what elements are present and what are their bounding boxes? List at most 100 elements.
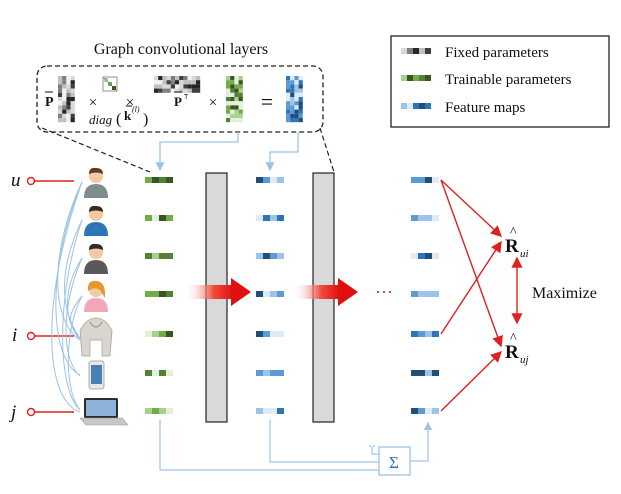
embedding-cell: [277, 291, 284, 297]
matrix-cell: [226, 118, 231, 123]
p-bar-label: P: [45, 91, 54, 110]
embedding-cell: [270, 177, 277, 183]
matrix-cell: [286, 113, 291, 118]
matrix-cell: [191, 88, 196, 93]
embedding-cell: [263, 215, 270, 221]
embedding-cell: [159, 177, 166, 183]
diagram-title: Graph convolutional layers: [94, 41, 268, 58]
matrix-cell: [70, 113, 75, 118]
embedding-cell: [425, 408, 432, 414]
matrix-cell: [154, 84, 159, 89]
matrix-cell: [238, 80, 243, 85]
matrix-cell: [286, 118, 291, 123]
matrix-cell: [294, 88, 299, 93]
matrix-cell: [286, 84, 291, 89]
r-hat-ui: ^ R ui: [505, 225, 529, 260]
matrix-cell: [294, 97, 299, 102]
matrix-cell: [230, 92, 235, 97]
embedding-cell: [145, 253, 152, 259]
matrix-cell: [170, 84, 175, 89]
matrix-cell: [62, 97, 67, 102]
svg-text:R: R: [505, 236, 519, 257]
embedding-cell: [166, 215, 173, 221]
matrix-cell: [183, 76, 188, 81]
matrix-cell: [286, 101, 291, 106]
matrix-cell: [290, 76, 295, 81]
embedding-cell: [418, 253, 425, 259]
equals-sign: =: [261, 89, 273, 114]
matrix-cell: [226, 105, 231, 110]
matrix-cell: [62, 113, 67, 118]
matrix-cell: [286, 109, 291, 114]
embedding-cell: [159, 253, 166, 259]
embedding-cell: [432, 215, 439, 221]
matrix-cell: [234, 80, 239, 85]
matrix-cell: [158, 80, 163, 85]
matrix-cell: [298, 118, 303, 123]
matrix-cell: [234, 113, 239, 118]
embedding-cell: [277, 370, 284, 376]
user-female-icon: [84, 280, 108, 312]
matrix-cell: [294, 118, 299, 123]
matrix-cell: [183, 80, 188, 85]
embedding-cell: [152, 215, 159, 221]
matrix-cell: [66, 118, 71, 123]
embedding-cell: [425, 253, 432, 259]
embedding-cell: [145, 408, 152, 414]
embedding-cell: [425, 291, 432, 297]
matrix-cell: [166, 80, 171, 85]
embedding-cell: [411, 177, 418, 183]
matrix-cell: [62, 76, 67, 81]
matrix-cell: [238, 97, 243, 102]
embedding-cell: [425, 331, 432, 337]
matrix-cell: [166, 84, 171, 89]
embedding-cell: [418, 177, 425, 183]
matrix-cell: [62, 118, 67, 123]
matrix-cell: [158, 84, 163, 89]
formula-box: [36, 65, 324, 133]
matrix-cell: [238, 113, 243, 118]
embedding-cell: [263, 291, 270, 297]
embedding-cell: [270, 331, 277, 337]
matrix-cell: [58, 97, 63, 102]
diag-k-label: diag ( k (l) ): [89, 105, 148, 128]
embedding-cell: [411, 331, 418, 337]
embedding-cell: [418, 215, 425, 221]
matrix-cell: [294, 101, 299, 106]
matrix-cell: [238, 88, 243, 93]
embedding-cell: [152, 331, 159, 337]
formula-funnel: [41, 127, 335, 173]
node-i-marker: i: [12, 325, 74, 346]
matrix-cell: [294, 105, 299, 110]
embedding-cell: [432, 291, 439, 297]
embedding-cell: [152, 408, 159, 414]
embedding-cell: [270, 408, 277, 414]
matrix-cell: [298, 76, 303, 81]
matrix-cell: [58, 76, 63, 81]
matrix-cell: [62, 105, 67, 110]
embedding-cell: [432, 331, 439, 337]
legend-trainable-swatch: [401, 75, 431, 81]
matrix-cell: [191, 76, 196, 81]
matrix-cell: [66, 113, 71, 118]
matrix-cell: [290, 105, 295, 110]
svg-text:): ): [143, 111, 148, 128]
matrix-cell: [196, 84, 201, 89]
user-male-icon: [84, 243, 108, 274]
matrix-cell: [298, 105, 303, 110]
embedding-cell: [166, 291, 173, 297]
matrix-cell: [66, 105, 71, 110]
svg-text:uj: uj: [520, 354, 529, 366]
matrix-cell: [238, 105, 243, 110]
matrix-cell: [230, 101, 235, 106]
embedding-cell: [152, 253, 159, 259]
output-arrows: [440, 179, 523, 412]
matrix-cell: [230, 109, 235, 114]
svg-text:P: P: [45, 95, 54, 110]
matrix-cell: [58, 80, 63, 85]
svg-text:k: k: [124, 108, 132, 123]
matrix-cell: [70, 84, 75, 89]
matrix-cell: [298, 92, 303, 97]
matrix-cell: [196, 76, 201, 81]
